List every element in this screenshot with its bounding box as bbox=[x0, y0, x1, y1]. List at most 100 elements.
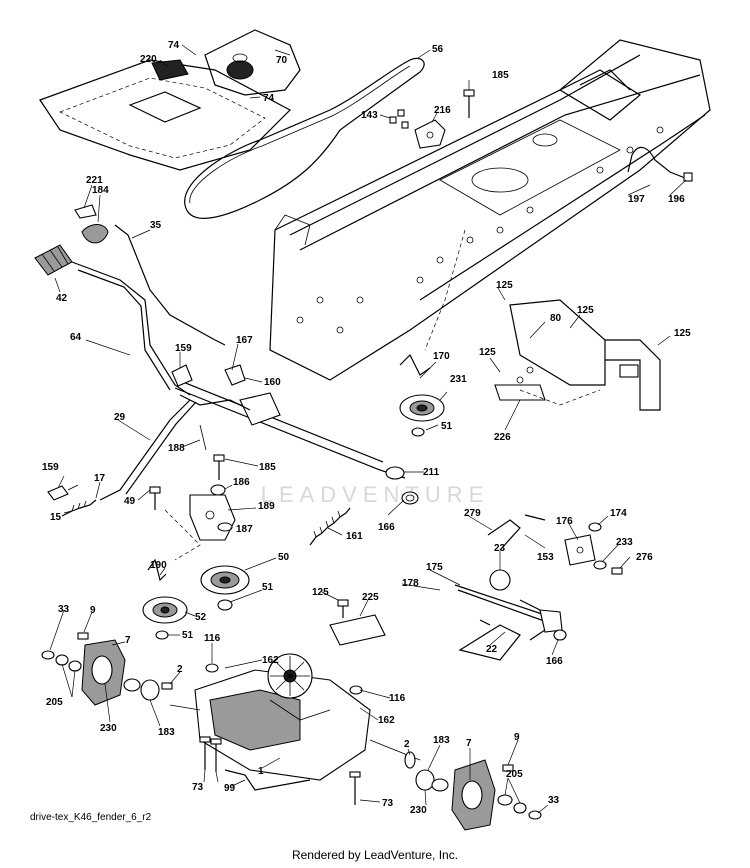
callout-label: 52 bbox=[195, 612, 207, 623]
callout-label: 160 bbox=[264, 377, 281, 388]
drawing-code: drive-tex_K46_fender_6_r2 bbox=[30, 812, 152, 823]
mount-part bbox=[329, 599, 386, 646]
callout-label: 276 bbox=[636, 552, 653, 563]
callout-label: 186 bbox=[233, 477, 250, 488]
callout-label: 174 bbox=[610, 508, 627, 519]
callout-label: 279 bbox=[464, 508, 481, 519]
callout-label: 183 bbox=[433, 735, 450, 746]
callout-label: 159 bbox=[42, 462, 59, 473]
callout-label: 125 bbox=[577, 305, 594, 316]
callout-label: 190 bbox=[150, 560, 167, 571]
callout-label: 7 bbox=[125, 635, 131, 646]
lift-bracket-part bbox=[494, 299, 661, 411]
bolt-part bbox=[463, 89, 475, 118]
callout-label: 166 bbox=[378, 522, 395, 533]
callout-label: 50 bbox=[278, 552, 290, 563]
callout-label: 116 bbox=[204, 633, 221, 644]
linkage-part bbox=[224, 769, 311, 791]
callout-label: 197 bbox=[628, 194, 645, 205]
callout-label: 185 bbox=[492, 70, 509, 81]
callout-label: 220 bbox=[140, 54, 157, 65]
callout-label: 187 bbox=[236, 524, 253, 535]
callout-label: 189 bbox=[258, 501, 275, 512]
callout-label: 15 bbox=[50, 512, 62, 523]
callout-label: 99 bbox=[224, 783, 236, 794]
callout-label: 211 bbox=[423, 467, 440, 478]
callout-label: 29 bbox=[114, 412, 126, 423]
callout-label: 166 bbox=[546, 656, 563, 667]
callout-label: 125 bbox=[312, 587, 329, 598]
callout-label: 162 bbox=[262, 655, 279, 666]
callout-label: 33 bbox=[58, 604, 70, 615]
callout-label: 167 bbox=[236, 335, 253, 346]
callout-label: 178 bbox=[402, 578, 419, 589]
callout-label: 9 bbox=[514, 732, 520, 743]
callout-label: 17 bbox=[94, 473, 106, 484]
watermark-text: LEADVENTURE bbox=[260, 482, 490, 507]
transaxle-part bbox=[169, 653, 421, 781]
bracket-part bbox=[389, 109, 446, 149]
callout-label: 231 bbox=[450, 374, 467, 385]
callout-label: 125 bbox=[674, 328, 691, 339]
callout-label: 205 bbox=[46, 697, 63, 708]
callout-label: 184 bbox=[92, 185, 109, 196]
knob-part bbox=[34, 244, 73, 276]
callout-label: 7 bbox=[466, 738, 472, 749]
drive-belt-part bbox=[184, 57, 425, 219]
cable-part bbox=[114, 224, 226, 346]
callout-label: 185 bbox=[259, 462, 276, 473]
brake-assembly-part bbox=[454, 514, 623, 661]
idler-bracket-part bbox=[149, 454, 236, 561]
callout-label: 226 bbox=[494, 432, 511, 443]
callout-label: 51 bbox=[262, 582, 274, 593]
callout-label: 2 bbox=[404, 739, 410, 750]
callout-label: 161 bbox=[346, 531, 363, 542]
footer-credit: Rendered by LeadVenture, Inc. bbox=[291, 848, 459, 862]
lift-lever-part bbox=[71, 261, 191, 396]
callout-label: 2 bbox=[177, 664, 183, 675]
callout-label: 74 bbox=[168, 40, 180, 51]
callout-label: 23 bbox=[494, 543, 506, 554]
callout-label: 33 bbox=[548, 795, 560, 806]
callout-label: 125 bbox=[479, 347, 496, 358]
callout-label: 225 bbox=[362, 592, 379, 603]
bolt-part bbox=[199, 736, 361, 805]
callout-label: 1 bbox=[258, 766, 264, 777]
callout-label: 221 bbox=[86, 175, 103, 186]
pulley-part bbox=[399, 353, 445, 437]
brake-rod-part bbox=[627, 146, 693, 182]
callout-label: 170 bbox=[433, 351, 450, 362]
rod-part bbox=[47, 399, 197, 517]
callout-label: 233 bbox=[616, 537, 633, 548]
callout-label: 9 bbox=[90, 605, 96, 616]
callout-label: 74 bbox=[263, 93, 275, 104]
callout-label: 73 bbox=[382, 798, 394, 809]
callout-label: 116 bbox=[389, 693, 406, 704]
callout-label: 230 bbox=[410, 805, 427, 816]
callout-label: 35 bbox=[150, 220, 162, 231]
callout-label: 73 bbox=[192, 782, 204, 793]
pulley-part bbox=[142, 558, 250, 640]
frame-part bbox=[269, 39, 711, 381]
decal-part bbox=[151, 59, 189, 81]
callout-label: 162 bbox=[378, 715, 395, 726]
callout-label: 183 bbox=[158, 727, 175, 738]
callout-label: 188 bbox=[168, 443, 185, 454]
callout-label: 70 bbox=[276, 55, 288, 66]
callout-label: 196 bbox=[668, 194, 685, 205]
console-cover-part bbox=[204, 29, 301, 96]
callout-label: 176 bbox=[556, 516, 573, 527]
callout-label: 42 bbox=[56, 293, 68, 304]
callout-label: 159 bbox=[175, 343, 192, 354]
wheel-hub-part bbox=[41, 632, 173, 706]
callout-label: 22 bbox=[486, 644, 498, 655]
callout-label: 49 bbox=[124, 496, 136, 507]
callout-label: 51 bbox=[441, 421, 453, 432]
callout-label: 51 bbox=[182, 630, 194, 641]
idler-arm-part bbox=[171, 364, 281, 451]
callout-label: 205 bbox=[506, 769, 523, 780]
leader-lines bbox=[49, 44, 687, 814]
cross-shaft-part bbox=[174, 379, 419, 505]
callout-label: 230 bbox=[100, 723, 117, 734]
callout-label: 56 bbox=[432, 44, 444, 55]
